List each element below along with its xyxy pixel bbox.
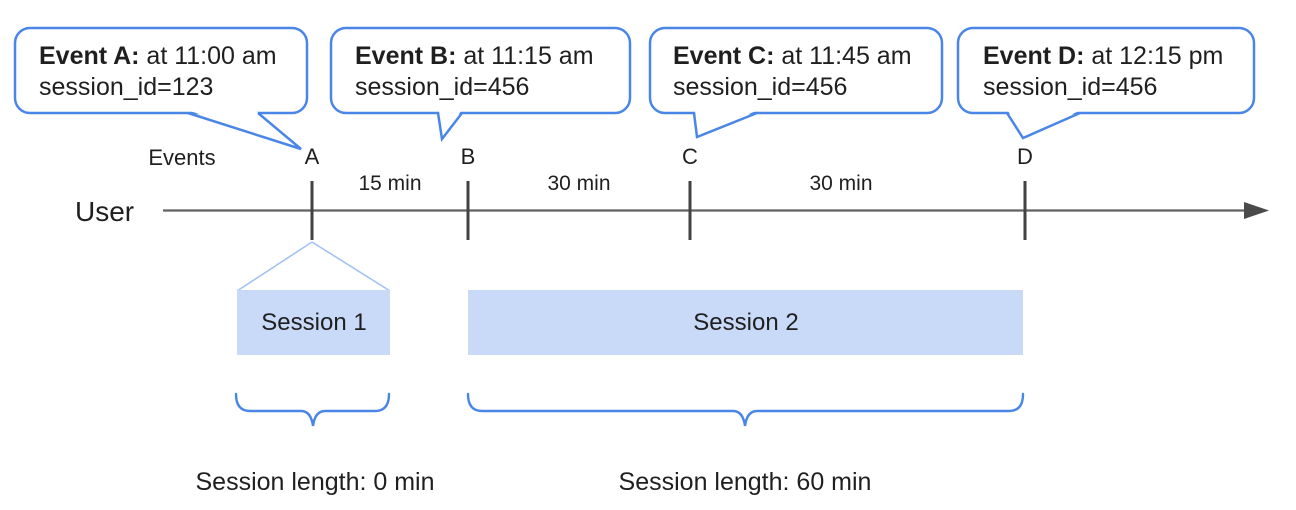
session2-box bbox=[468, 290, 1023, 355]
callout-title-d: Event D: bbox=[983, 42, 1085, 70]
callout-text-d: Event D: at 12:15 pm session_id=456 bbox=[983, 41, 1223, 103]
zoom-line-right bbox=[311, 241, 391, 292]
callout-detail-c: at 11:45 am bbox=[774, 42, 912, 70]
session1-label: Session 1 bbox=[261, 309, 367, 336]
timeline-arrowhead-icon bbox=[1244, 202, 1269, 219]
callout-title-a: Event A: bbox=[39, 42, 140, 70]
callout-detail-a: at 11:00 am bbox=[139, 42, 277, 70]
interval-label-ab: 15 min bbox=[358, 172, 422, 195]
callout-tail-c bbox=[695, 111, 756, 135]
callout-bubble-c bbox=[648, 26, 944, 115]
callout-text-a: Event A: at 11:00 am session_id=123 bbox=[39, 41, 277, 103]
callout-session-b: session_id=456 bbox=[355, 73, 530, 101]
callout-line1-d: Event D: at 12:15 pm bbox=[983, 41, 1223, 72]
tick-letter-a: A bbox=[304, 144, 320, 169]
session2-brace bbox=[466, 392, 1025, 427]
tick-letter-b: B bbox=[460, 144, 476, 169]
callout-bubble-b bbox=[329, 26, 632, 115]
interval-label-bc: 30 min bbox=[547, 172, 611, 195]
callout-tail-outline-b bbox=[436, 112, 463, 143]
callout-tail-outline-a bbox=[187, 111, 302, 151]
callout-session-c: session_id=456 bbox=[673, 73, 848, 101]
callout-text-c: Event C: at 11:45 am session_id=456 bbox=[673, 41, 912, 103]
callout-line1-a: Event A: at 11:00 am bbox=[39, 41, 277, 72]
session2-label: Session 2 bbox=[693, 309, 799, 336]
callout-line1-b: Event B: at 11:15 am bbox=[355, 41, 594, 72]
tick-letter-d: D bbox=[1017, 144, 1033, 169]
callout-tail-d bbox=[1008, 111, 1079, 136]
callout-tail-outline-d bbox=[1005, 111, 1081, 140]
session2-length-label: Session length: 60 min bbox=[618, 468, 872, 496]
callout-session-a: session_id=123 bbox=[39, 73, 214, 101]
callout-tail-outline-c bbox=[692, 111, 758, 139]
tick-letter-c: C bbox=[682, 144, 698, 169]
interval-label-cd: 30 min bbox=[809, 172, 873, 195]
session1-box bbox=[237, 290, 390, 355]
callout-text-b: Event B: at 11:15 am session_id=456 bbox=[355, 41, 594, 103]
callout-session-d: session_id=456 bbox=[983, 73, 1158, 101]
callout-detail-d: at 12:15 pm bbox=[1084, 42, 1224, 70]
callout-tail-b bbox=[439, 111, 461, 137]
events-axis-label: Events bbox=[148, 145, 216, 170]
callout-bubble-d bbox=[956, 26, 1256, 115]
callout-line1-c: Event C: at 11:45 am bbox=[673, 41, 912, 72]
session1-length-label: Session length: 0 min bbox=[195, 468, 435, 496]
session1-brace bbox=[234, 392, 391, 427]
callout-bubble-a bbox=[13, 26, 309, 115]
zoom-line-left bbox=[236, 241, 313, 292]
callout-tail-a bbox=[190, 111, 299, 147]
callout-title-b: Event B: bbox=[355, 42, 457, 70]
user-axis-label: User bbox=[75, 196, 135, 227]
callout-title-c: Event C: bbox=[673, 42, 775, 70]
callout-detail-b: at 11:15 am bbox=[456, 42, 594, 70]
